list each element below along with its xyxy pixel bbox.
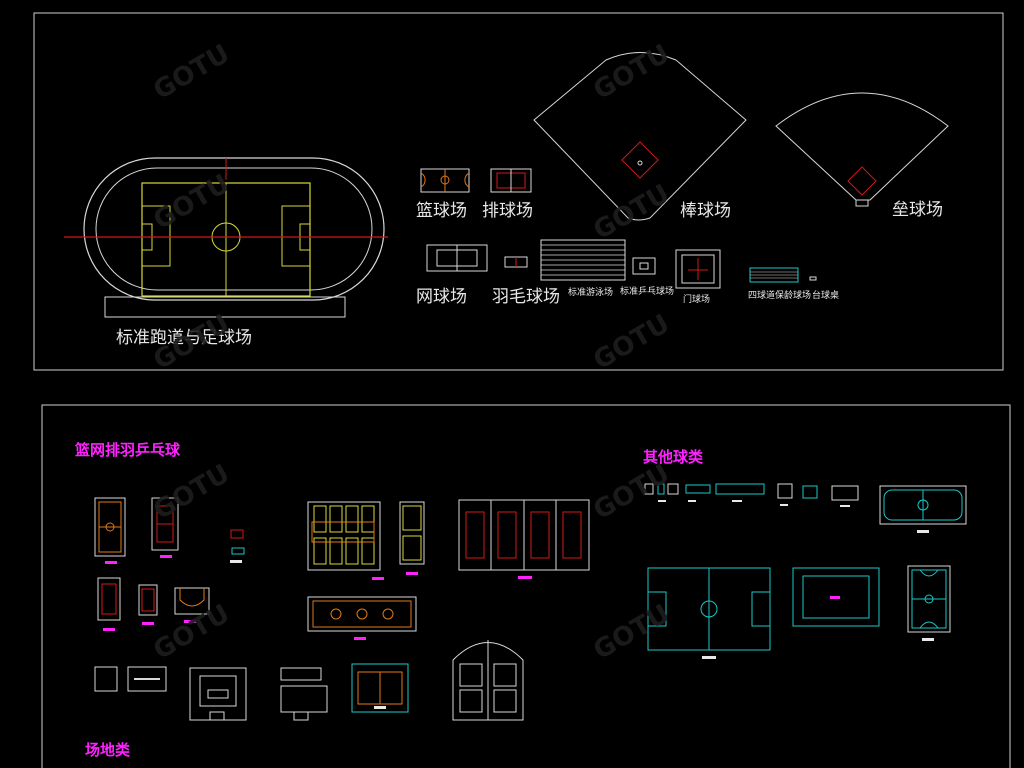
svg-text:GOTU: GOTU: [149, 459, 235, 526]
basketball-court-plan[interactable]: [94, 497, 126, 564]
cyan-square-field-plan[interactable]: [792, 567, 880, 627]
cyan-football-field-plan[interactable]: [647, 567, 771, 659]
swimming-label: 标准游泳场: [568, 286, 613, 298]
other-balls-heading: 其他球类: [643, 448, 704, 466]
other-small-courts-row[interactable]: [644, 483, 859, 507]
volleyball-court-icon[interactable]: [490, 168, 532, 193]
billiards-table-icon[interactable]: [809, 276, 817, 281]
bottom-panel-frame: [41, 404, 1011, 768]
basketball-court-icon[interactable]: [420, 168, 470, 193]
venue-plan-a[interactable]: [94, 666, 167, 692]
bowling-label: 四球道保龄球场: [748, 289, 811, 301]
venue-plan-b[interactable]: [189, 667, 247, 721]
hockey-rink-plan[interactable]: [879, 485, 967, 533]
ball-courts-heading: 篮网排羽乒乓球: [74, 441, 181, 459]
half-court-plan[interactable]: [174, 587, 210, 623]
svg-text:GOTU: GOTU: [149, 169, 235, 236]
svg-text:GOTU: GOTU: [589, 599, 675, 666]
venue-plan-arched-building[interactable]: [452, 640, 524, 721]
svg-text:GOTU: GOTU: [589, 39, 675, 106]
bowling-lanes-icon[interactable]: [749, 267, 799, 283]
venue-plan-c[interactable]: [280, 667, 328, 721]
basketball-label: 篮球场: [416, 201, 467, 221]
cyan-vertical-court-plan[interactable]: [907, 565, 951, 641]
svg-text:GOTU: GOTU: [149, 599, 235, 666]
pingpong-table-icon[interactable]: [632, 257, 656, 275]
svg-text:GOTU: GOTU: [589, 179, 675, 246]
watermark-pattern: GOTU GOTU GOTU GOTU GOTU GOTU GOTU GOTU …: [149, 39, 675, 666]
pingpong-label: 标准乒乓球场: [620, 285, 674, 297]
paired-courts-plan[interactable]: [399, 501, 425, 575]
badminton-label: 羽毛球场: [492, 287, 560, 307]
svg-text:GOTU: GOTU: [149, 39, 235, 106]
swimming-pool-icon[interactable]: [540, 239, 626, 281]
tennis-court-icon[interactable]: [426, 244, 488, 272]
svg-text:GOTU: GOTU: [589, 459, 675, 526]
top-panel-frame: [33, 12, 1004, 371]
goal-ball-court-icon[interactable]: [675, 249, 721, 289]
pingpong-plan-small[interactable]: [230, 529, 245, 563]
badminton-court-icon[interactable]: [504, 256, 528, 268]
softball-label: 垒球场: [892, 200, 943, 220]
baseball-field-icon[interactable]: [533, 52, 747, 221]
volleyball-label: 排球场: [482, 201, 533, 221]
venues-heading: 场地类: [85, 741, 131, 759]
baseball-label: 棒球场: [680, 201, 731, 221]
badminton-court-plan[interactable]: [138, 584, 158, 625]
multi-basketball-courts-plan[interactable]: [307, 501, 384, 580]
long-basketball-courts-plan[interactable]: [307, 596, 417, 640]
volleyball-court-plan[interactable]: [97, 577, 121, 631]
softball-field-icon[interactable]: [775, 92, 949, 207]
tennis-label: 网球场: [416, 287, 467, 307]
track-label: 标准跑道与足球场: [116, 328, 252, 348]
svg-text:GOTU: GOTU: [589, 309, 675, 376]
track-and-football-field[interactable]: [64, 157, 388, 318]
venue-plan-cyan-court[interactable]: [351, 663, 409, 713]
tennis-court-plan[interactable]: [151, 497, 179, 558]
goal-label: 门球场: [683, 293, 710, 305]
four-tennis-courts-plan[interactable]: [458, 499, 590, 579]
billiards-label: 台球桌: [812, 289, 839, 301]
